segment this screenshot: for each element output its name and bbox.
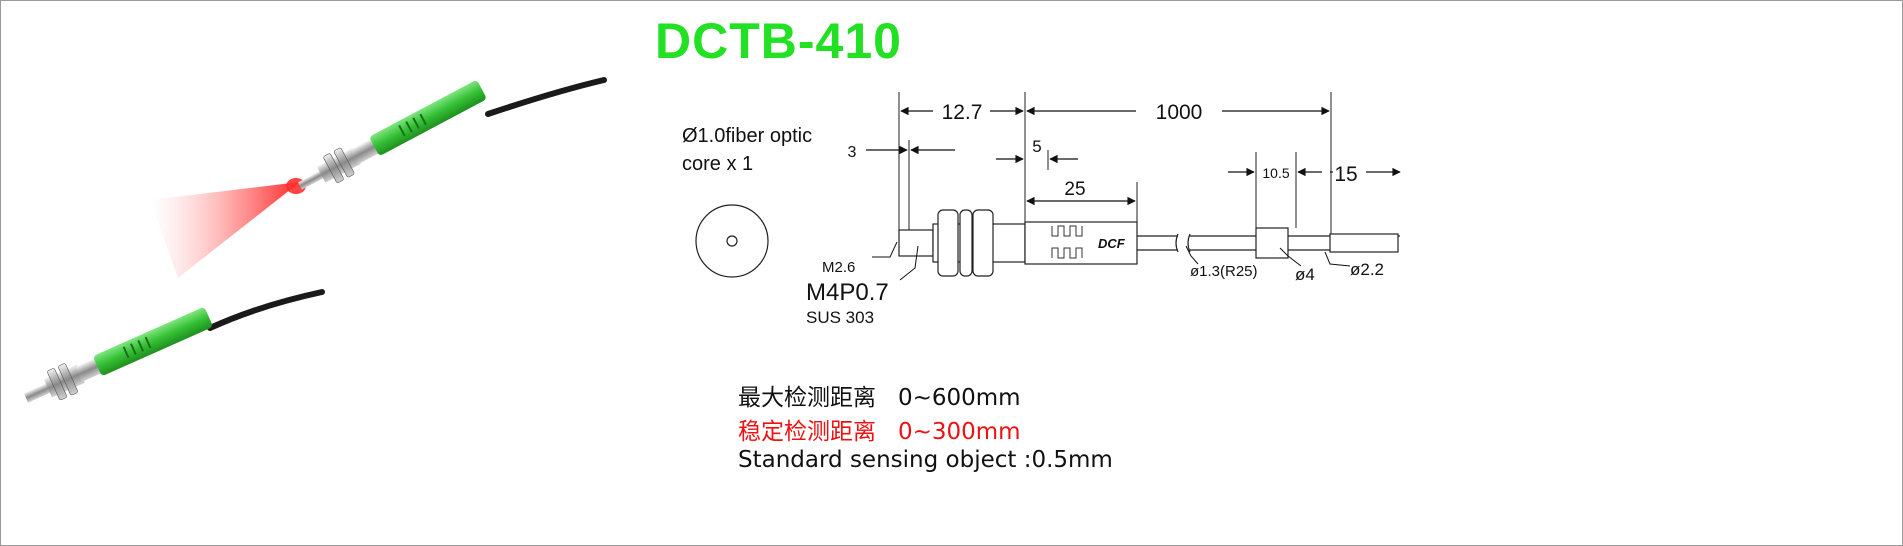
red-beam — [150, 182, 300, 278]
spec-max-label: 最大检测距离 — [738, 385, 876, 411]
sensor-photo-lower — [23, 289, 325, 403]
dim-10-5: 10.5 — [1262, 165, 1289, 181]
label-m2-6: M2.6 — [822, 259, 855, 276]
dim-3: 3 — [848, 144, 857, 161]
dim-1000: 1000 — [1156, 101, 1203, 124]
fiber-note-line1: Ø1.0fiber optic — [682, 125, 812, 147]
dimension-lines — [866, 106, 1401, 206]
label-material: SUS 303 — [806, 308, 874, 327]
sensor-photo-upper — [150, 77, 607, 278]
leader-lines — [872, 241, 1351, 281]
break-marks — [1175, 233, 1191, 253]
fiber-cable-lower — [207, 289, 325, 331]
green-sleeve-lower — [94, 307, 212, 376]
spec-standard-object: Standard sensing object :0.5mm — [738, 447, 1113, 473]
fiber-cable-upper — [485, 77, 607, 117]
sleeve-logo: DCF — [1098, 236, 1126, 251]
label-phi-4: ø4 — [1295, 265, 1315, 284]
dim-5: 5 — [1032, 137, 1041, 156]
fiber-end-view — [695, 204, 769, 278]
spec-max-distance: 最大检测距离 0~600mm — [738, 378, 1021, 412]
spec-stable-label: 稳定检测距离 — [738, 419, 876, 445]
dim-12-7: 12.7 — [942, 101, 983, 124]
spec-max-value: 0~600mm — [897, 385, 1021, 411]
model-title: DCTB-410 — [655, 13, 902, 69]
sleeve-grip-pattern — [1051, 225, 1083, 259]
label-phi-2-2: ø2.2 — [1350, 260, 1384, 279]
dim-25: 25 — [1064, 179, 1085, 200]
dim-15: 15 — [1334, 163, 1357, 186]
dimension-texts: 12.7 1000 3 5 25 10.5 15 Ø1.0fiber optic… — [682, 101, 1384, 327]
label-phi-1-3: ø1.3(R25) — [1190, 263, 1258, 280]
label-thread: M4P0.7 — [806, 279, 889, 306]
spec-stable-distance: 稳定检测距离 0~300mm — [738, 412, 1021, 446]
spec-stable-value: 0~300mm — [897, 419, 1021, 445]
green-sleeve-upper — [370, 80, 486, 155]
extension-lines — [898, 92, 1332, 234]
fiber-note-line2: core x 1 — [682, 153, 753, 175]
sensor-head-drawing — [898, 209, 1400, 277]
